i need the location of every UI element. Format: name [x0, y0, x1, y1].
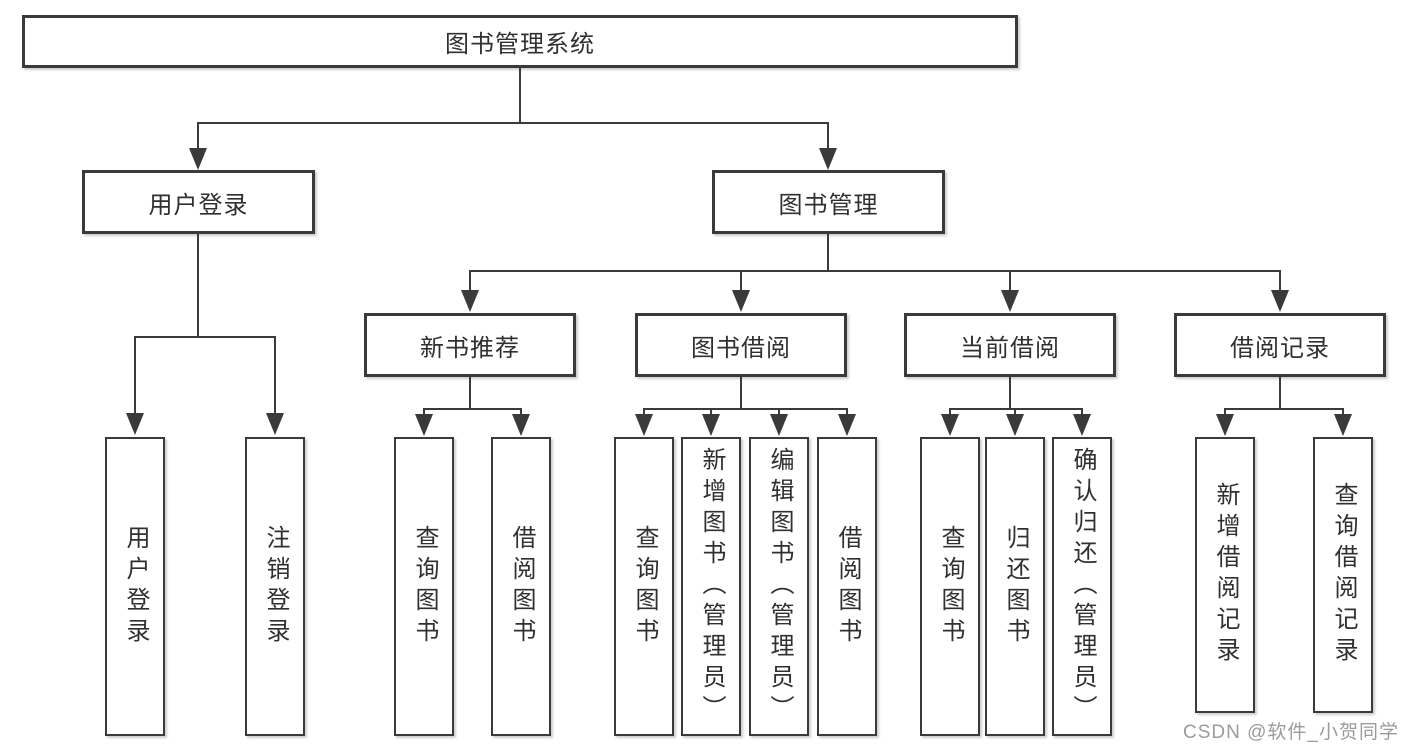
- connector-login-hline: [134, 336, 276, 338]
- connector-root-hline: [197, 122, 829, 124]
- connector-current-drop-3: [1081, 408, 1083, 416]
- leaf-add-borrow-record-label: 新增借阅记录: [1212, 482, 1239, 668]
- arrow-down-icon: [415, 414, 433, 436]
- connector-records-hline: [1224, 408, 1344, 410]
- node-root-system: 图书管理系统: [22, 15, 1018, 68]
- node-borrow-records: 借阅记录: [1174, 313, 1386, 377]
- node-book-borrowing: 图书借阅: [635, 313, 847, 377]
- arrow-down-icon: [770, 414, 788, 436]
- leaf-query-borrow-record-label: 查询借阅记录: [1330, 482, 1357, 668]
- arrow-down-icon: [1271, 290, 1289, 312]
- connector-login-stub: [197, 234, 199, 336]
- leaf-add-borrow-record: 新增借阅记录: [1195, 437, 1255, 713]
- connector-recommend-drop-1: [423, 408, 425, 416]
- connector-borrow-drop-1: [643, 408, 645, 416]
- arrow-down-icon: [266, 413, 284, 435]
- arrow-down-icon: [635, 414, 653, 436]
- connector-current-drop-1: [949, 408, 951, 416]
- leaf-logout-label: 注销登录: [262, 524, 289, 649]
- connector-login-drop-2: [274, 336, 276, 414]
- leaf-return-book-label: 归还图书: [1002, 524, 1029, 649]
- arrow-down-icon: [512, 414, 530, 436]
- arrow-down-icon: [126, 413, 144, 435]
- connector-mgmt-stub: [827, 234, 829, 270]
- connector-login-drop-1: [134, 336, 136, 414]
- leaf-confirm-return-admin-label: 确认归还（管理员）: [1069, 447, 1096, 726]
- leaf-borrow-books-recommend: 借阅图书: [491, 437, 551, 736]
- connector-borrow-drop-4: [846, 408, 848, 416]
- connector-mgmt-hline: [469, 270, 1281, 272]
- arrow-down-icon: [732, 290, 750, 312]
- leaf-query-books-recommend-label: 查询图书: [411, 524, 438, 649]
- leaf-user-login-label: 用户登录: [122, 524, 149, 649]
- connector-records-drop-1: [1224, 408, 1226, 416]
- arrow-down-icon: [1001, 290, 1019, 312]
- leaf-return-book: 归还图书: [985, 437, 1045, 736]
- connector-mgmt-drop-4: [1279, 270, 1281, 292]
- connector-root-drop-mgmt: [827, 122, 829, 150]
- connector-borrow-drop-2: [710, 408, 712, 416]
- node-current-borrowing: 当前借阅: [904, 313, 1116, 377]
- leaf-borrow-books-label: 借阅图书: [834, 524, 861, 649]
- leaf-query-books-current-label: 查询图书: [937, 524, 964, 649]
- connector-records-stub: [1279, 377, 1281, 408]
- leaf-query-books-current: 查询图书: [920, 437, 980, 736]
- connector-borrow-stub: [740, 377, 742, 408]
- connector-recommend-hline: [423, 408, 522, 410]
- connector-borrow-hline: [643, 408, 848, 410]
- connector-current-hline: [949, 408, 1083, 410]
- connector-mgmt-drop-2: [740, 270, 742, 292]
- leaf-query-books-recommend: 查询图书: [394, 437, 454, 736]
- leaf-add-book-admin-label: 新增图书（管理员）: [698, 447, 725, 726]
- node-user-login: 用户登录: [82, 170, 315, 234]
- connector-borrow-drop-3: [778, 408, 780, 416]
- arrow-down-icon: [189, 148, 207, 170]
- node-new-book-recommend: 新书推荐: [364, 313, 576, 377]
- connector-current-stub: [1009, 377, 1011, 408]
- arrow-down-icon: [819, 148, 837, 170]
- connector-records-drop-2: [1342, 408, 1344, 416]
- leaf-query-books-borrow-label: 查询图书: [631, 524, 658, 649]
- arrow-down-icon: [1216, 414, 1234, 436]
- connector-recommend-drop-2: [520, 408, 522, 416]
- arrow-down-icon: [941, 414, 959, 436]
- arrow-down-icon: [1006, 414, 1024, 436]
- leaf-query-borrow-record: 查询借阅记录: [1313, 437, 1373, 713]
- connector-root-stub: [519, 68, 521, 122]
- connector-mgmt-drop-1: [469, 270, 471, 292]
- arrow-down-icon: [1073, 414, 1091, 436]
- leaf-add-book-admin: 新增图书（管理员）: [681, 437, 741, 736]
- arrow-down-icon: [461, 290, 479, 312]
- leaf-edit-book-admin: 编辑图书（管理员）: [749, 437, 809, 736]
- arrow-down-icon: [702, 414, 720, 436]
- arrow-down-icon: [1334, 414, 1352, 436]
- leaf-query-books-borrow: 查询图书: [614, 437, 674, 736]
- leaf-user-login: 用户登录: [105, 437, 165, 736]
- leaf-borrow-books: 借阅图书: [817, 437, 877, 736]
- node-book-management: 图书管理: [712, 170, 945, 234]
- leaf-edit-book-admin-label: 编辑图书（管理员）: [766, 447, 793, 726]
- leaf-confirm-return-admin: 确认归还（管理员）: [1052, 437, 1112, 736]
- leaf-borrow-books-recommend-label: 借阅图书: [508, 524, 535, 649]
- arrow-down-icon: [838, 414, 856, 436]
- connector-recommend-stub: [469, 377, 471, 408]
- connector-current-drop-2: [1014, 408, 1016, 416]
- connector-root-drop-login: [197, 122, 199, 150]
- connector-mgmt-drop-3: [1009, 270, 1011, 292]
- leaf-logout: 注销登录: [245, 437, 305, 736]
- csdn-watermark: CSDN @软件_小贺同学: [1183, 722, 1399, 743]
